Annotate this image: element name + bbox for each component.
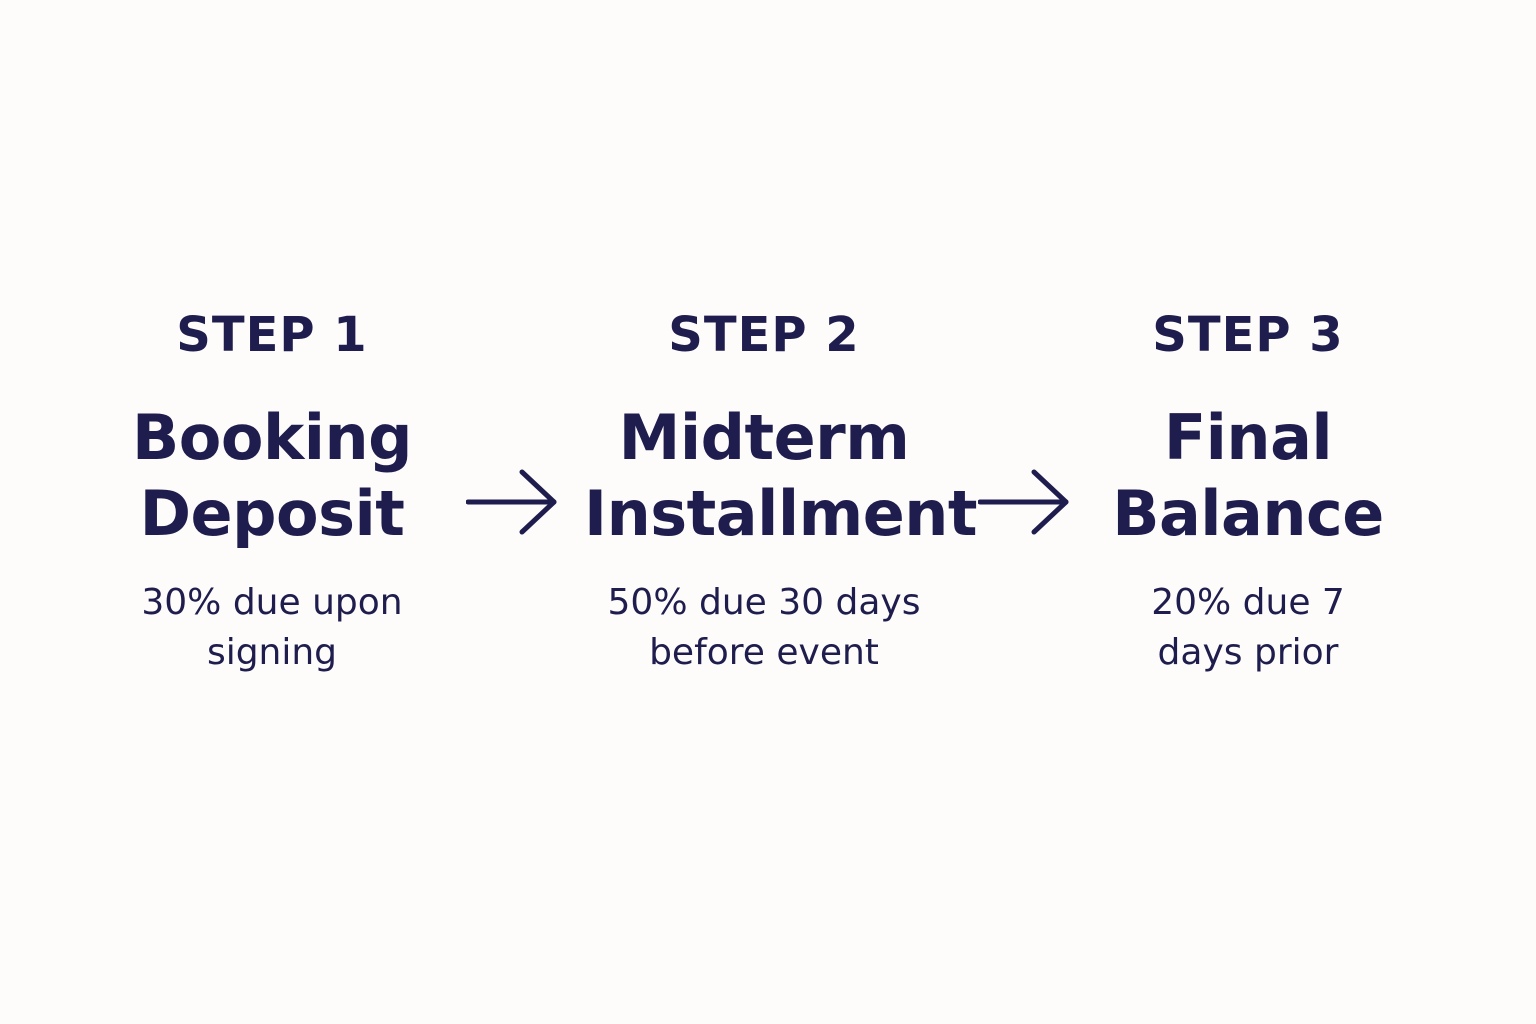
step-1-title: Booking Deposit [92,400,452,552]
step-3-description: 20% due 7 days prior [1068,578,1428,678]
step-3-desc-line-2: days prior [1157,632,1339,673]
step-2: STEP 2 Midterm Installment 50% due 30 da… [584,300,978,678]
step-2-title-line-2: Installment [584,477,978,550]
step-3-desc-line-1: 20% due 7 [1151,582,1345,623]
step-3: STEP 3 Final Balance 20% due 7 days prio… [1068,300,1428,678]
step-3-title-line-2: Balance [1112,477,1384,550]
step-1-title-line-1: Booking [132,401,412,474]
arrow-right-icon [466,468,562,538]
step-1: STEP 1 Booking Deposit 30% due upon sign… [92,300,452,678]
step-2-desc-line-2: before event [649,632,879,673]
step-3-title: Final Balance [1068,400,1428,552]
step-1-label: STEP 1 [176,307,368,363]
step-2-label: STEP 2 [668,307,860,363]
arrow-right-icon [978,468,1074,538]
step-1-title-line-2: Deposit [139,477,405,550]
step-1-desc-line-1: 30% due upon [141,582,403,623]
step-2-description: 50% due 30 days before event [584,578,944,678]
step-2-title: Midterm Installment [584,400,978,552]
step-1-desc-line-2: signing [206,632,338,673]
step-2-title-line-1: Midterm [618,401,910,474]
step-3-title-line-1: Final [1163,401,1333,474]
step-1-description: 30% due upon signing [92,578,452,678]
step-3-label: STEP 3 [1152,307,1344,363]
step-2-desc-line-1: 50% due 30 days [607,582,921,623]
